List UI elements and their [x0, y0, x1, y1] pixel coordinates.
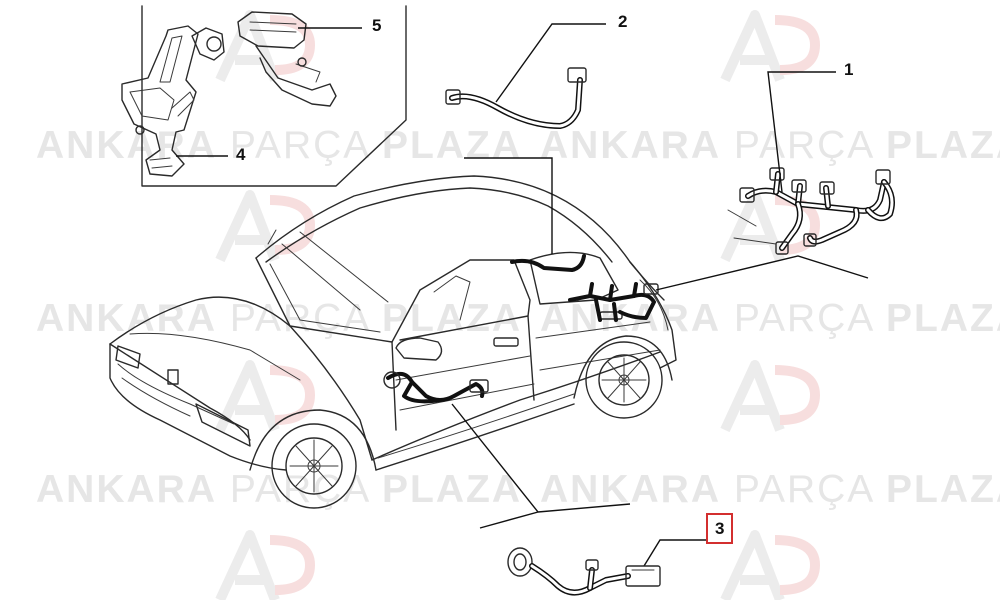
leader-line-2	[495, 23, 606, 103]
part-1-harness	[739, 167, 895, 255]
leader-part-3-to-car	[451, 403, 631, 529]
inset-frame	[141, 5, 407, 187]
callout-3-selected[interactable]: 3	[706, 513, 734, 544]
watermark-row-1: ANKARA PARÇA PLAZA	[36, 124, 522, 167]
leader-line-1	[767, 71, 836, 193]
leader-part-1-to-car	[655, 255, 869, 291]
watermark-row-4: ANKARA PARÇA PLAZA	[540, 297, 1000, 340]
installed-harness-rear	[510, 254, 659, 322]
part-5-connector-bracket	[237, 11, 337, 107]
watermark-row-2: ANKARA PARÇA PLAZA	[540, 124, 1000, 167]
watermark-row-5: ANKARA PARÇA PLAZA	[36, 468, 522, 511]
part-4-bracket	[121, 25, 225, 177]
callout-4[interactable]: 4	[236, 145, 246, 164]
leader-line-3	[643, 539, 706, 567]
part-2-harness	[445, 67, 587, 129]
watermark-logo-marks	[215, 10, 821, 600]
callout-1[interactable]: 1	[844, 60, 854, 79]
callout-2[interactable]: 2	[618, 12, 628, 31]
leader-part-2-to-car	[464, 157, 553, 254]
installed-harness-front-door	[383, 371, 489, 404]
part-3-harness	[507, 547, 661, 596]
part-1-dash-guide	[727, 209, 777, 245]
car-body	[109, 175, 677, 509]
callout-5[interactable]: 5	[372, 16, 382, 35]
